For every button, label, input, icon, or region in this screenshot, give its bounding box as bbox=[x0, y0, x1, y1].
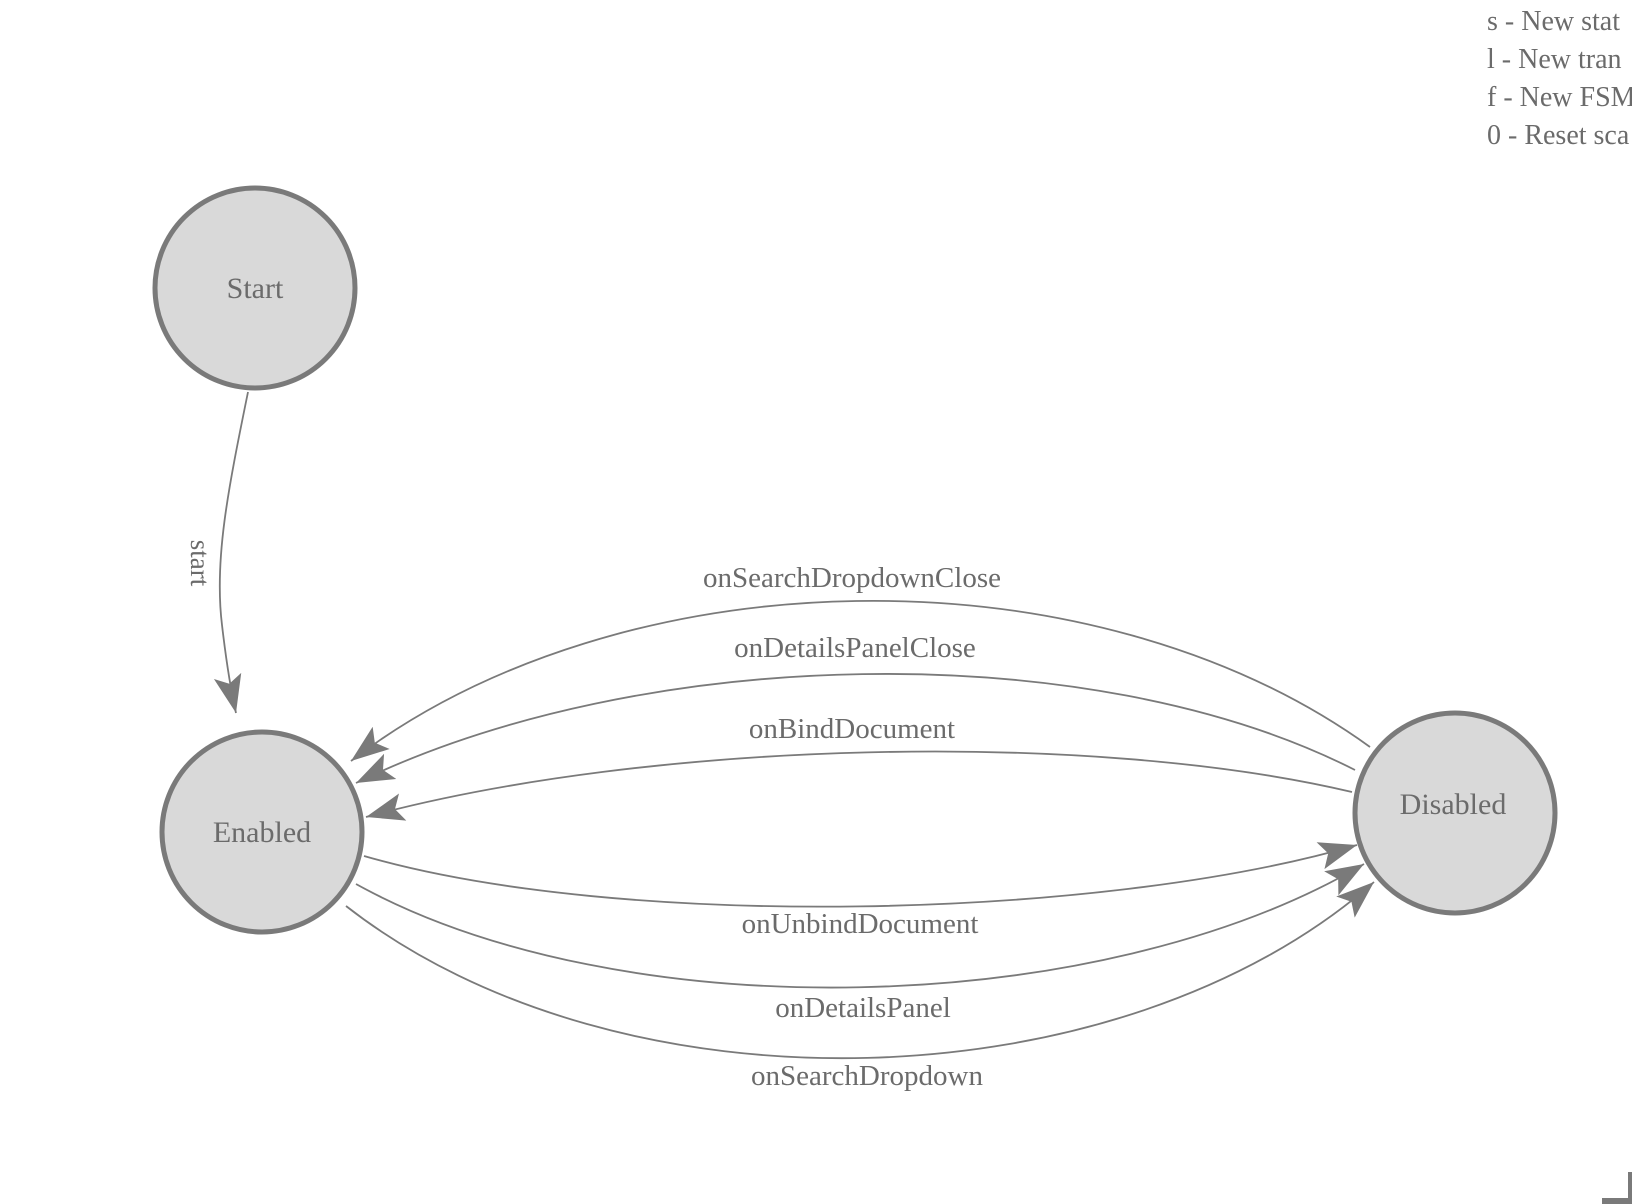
state-circle-disabled[interactable] bbox=[1352, 710, 1558, 916]
legend-line-new-state: s - New stat bbox=[1487, 6, 1620, 37]
transition-start-wire[interactable] bbox=[213, 391, 249, 714]
transition-start-label[interactable]: start bbox=[185, 540, 215, 587]
transition-start: start bbox=[185, 391, 249, 714]
partial-corner-widget-horizontal-bar bbox=[1602, 1198, 1632, 1204]
transition-onDetailsPanel-label[interactable]: onDetailsPanel bbox=[775, 992, 951, 1024]
partial-corner-widget-vertical-bar bbox=[1628, 1172, 1632, 1204]
transition-onBindDocument: onBindDocument bbox=[365, 713, 1353, 821]
transition-onUnbindDocument-wire[interactable] bbox=[363, 842, 1358, 908]
transition-onUnbindDocument: onUnbindDocument bbox=[363, 842, 1358, 940]
transition-onSearchDropdownClose-label[interactable]: onSearchDropdownClose bbox=[703, 562, 1001, 594]
transition-onSearchDropdown-label[interactable]: onSearchDropdown bbox=[751, 1060, 983, 1092]
state-circle-start[interactable] bbox=[152, 185, 358, 391]
state-label-start: Start bbox=[227, 272, 284, 305]
transition-onDetailsPanelClose-wire[interactable] bbox=[355, 673, 1356, 784]
partial-corner-widget bbox=[1602, 1172, 1632, 1204]
legend-line-reset-scale: 0 - Reset sca bbox=[1487, 120, 1630, 151]
state-node-enabled: Enabled bbox=[159, 729, 365, 935]
transition-onBindDocument-label[interactable]: onBindDocument bbox=[749, 713, 955, 745]
transition-onDetailsPanel: onDetailsPanel bbox=[355, 863, 1365, 1024]
transition-onSearchDropdownClose-wire[interactable] bbox=[350, 600, 1371, 762]
transition-onDetailsPanelClose: onDetailsPanelClose bbox=[355, 632, 1356, 784]
transition-onSearchDropdown: onSearchDropdown bbox=[345, 881, 1375, 1092]
state-circle-enabled[interactable] bbox=[159, 729, 365, 935]
legend-line-new-fsm: f - New FSM bbox=[1487, 82, 1632, 113]
transition-onBindDocument-wire[interactable] bbox=[365, 750, 1353, 821]
legend-line-new-transition: l - New tran bbox=[1487, 44, 1622, 75]
shortcut-legend: s - New stat l - New tran f - New FSM 0 … bbox=[1487, 3, 1632, 155]
state-label-enabled: Enabled bbox=[213, 816, 311, 849]
state-label-disabled: Disabled bbox=[1400, 788, 1507, 821]
transition-onDetailsPanelClose-label[interactable]: onDetailsPanelClose bbox=[734, 632, 976, 664]
state-node-start: Start bbox=[152, 185, 358, 391]
transition-onDetailsPanel-wire[interactable] bbox=[355, 863, 1365, 989]
transition-onSearchDropdown-wire[interactable] bbox=[345, 881, 1375, 1060]
transition-onSearchDropdownClose: onSearchDropdownClose bbox=[350, 562, 1371, 762]
state-node-disabled: Disabled bbox=[1352, 710, 1558, 916]
transition-onUnbindDocument-label[interactable]: onUnbindDocument bbox=[742, 908, 979, 940]
